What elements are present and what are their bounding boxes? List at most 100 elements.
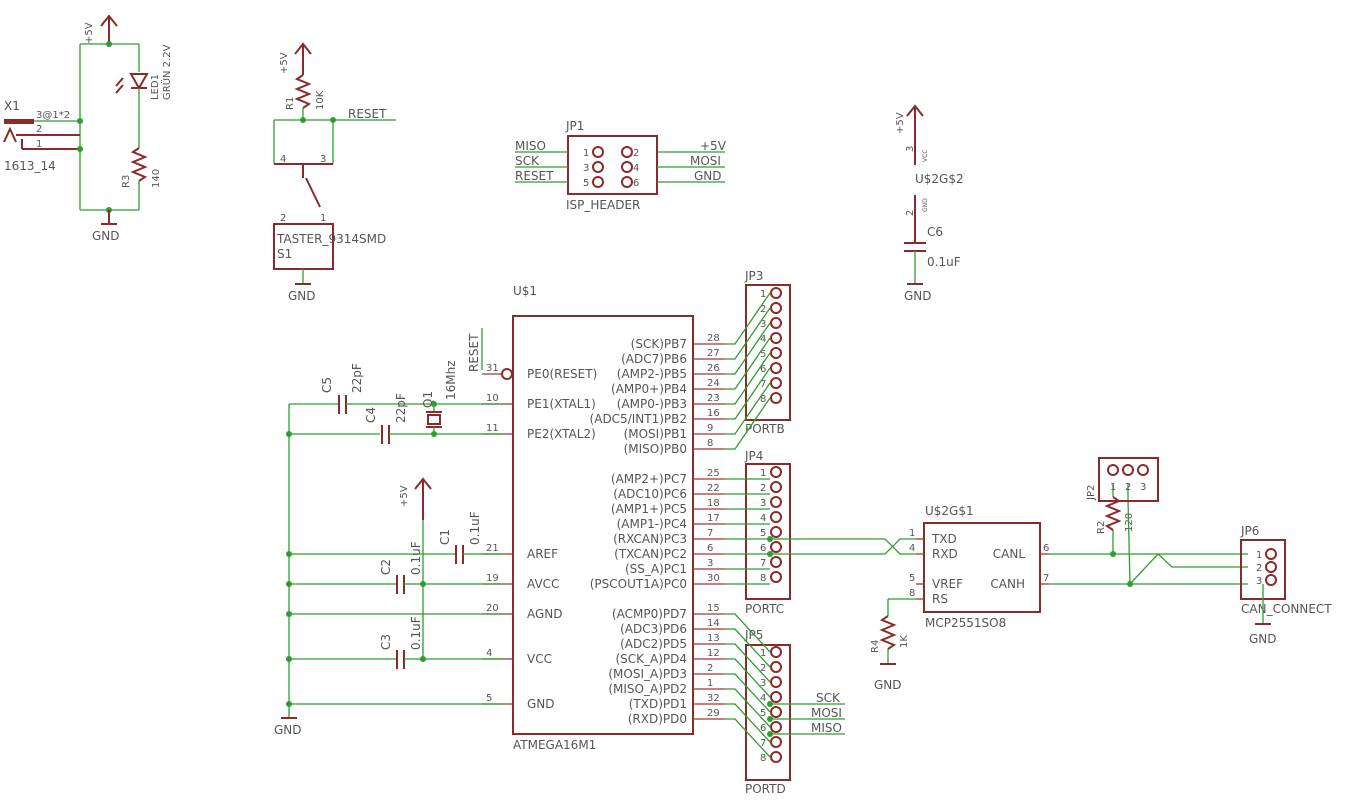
jp3-name: JP3 bbox=[744, 269, 763, 283]
jp5-pin-number: 5 bbox=[760, 708, 766, 719]
u1-pin-label: PE1(XTAL1) bbox=[527, 397, 596, 411]
u1-pin-label: (TXD)PD1 bbox=[629, 697, 687, 711]
x1-pin3: 3@1*2 bbox=[36, 110, 70, 121]
u1-pin-label: GND bbox=[527, 697, 555, 711]
jp4-pin-number: 8 bbox=[760, 573, 766, 584]
jp3-pin bbox=[770, 347, 782, 359]
jp2-pin bbox=[1137, 464, 1149, 476]
u1-pin-label: (ADC3)PD6 bbox=[620, 622, 687, 636]
jp3-pin-number: 7 bbox=[760, 379, 766, 390]
wire bbox=[725, 718, 771, 758]
jp1-net-gnd: GND bbox=[694, 169, 722, 183]
u1-pin-label: (ADC7)PB6 bbox=[621, 352, 687, 366]
led-ray-icon bbox=[115, 77, 124, 87]
c3-name: C3 bbox=[379, 634, 393, 650]
jp5-net-sck: SCK bbox=[816, 691, 841, 705]
jp3-pin-number: 4 bbox=[760, 334, 766, 345]
u2g1-pin-number: 8 bbox=[909, 588, 915, 599]
jp6-pin-number: 1 bbox=[1256, 550, 1262, 561]
u1-pin-number: 13 bbox=[707, 633, 720, 644]
jp4-pin bbox=[770, 571, 782, 583]
jp5-net-miso: MISO bbox=[811, 721, 842, 735]
wire bbox=[725, 307, 771, 360]
jp5-pin bbox=[770, 736, 782, 748]
jp3-pin-number: 1 bbox=[760, 289, 766, 300]
jp5-pin bbox=[770, 721, 782, 733]
u1-pin-number: 12 bbox=[707, 648, 720, 659]
vcc-label: +5V bbox=[399, 485, 410, 507]
c2-value: 0.1uF bbox=[409, 541, 423, 575]
junction bbox=[300, 117, 306, 123]
u1-body bbox=[512, 315, 694, 735]
u1-pin-label: AVCC bbox=[527, 577, 559, 591]
u1-name: U$1 bbox=[513, 284, 537, 298]
jp4-pin bbox=[770, 481, 782, 493]
jp4-pin bbox=[770, 466, 782, 478]
jp3-pin bbox=[770, 362, 782, 374]
u1-pin-number: 9 bbox=[707, 423, 713, 434]
junction bbox=[106, 41, 112, 47]
jp1-pin bbox=[621, 146, 633, 158]
jp5-pin-number: 3 bbox=[760, 678, 766, 689]
u1-pin-label: (RXCAN)PC3 bbox=[613, 532, 687, 546]
u1-pin-number: 17 bbox=[707, 513, 720, 524]
u1-pin-label: PE0(RESET) bbox=[527, 367, 597, 381]
jp3-pin-number: 2 bbox=[760, 304, 766, 315]
junction bbox=[767, 731, 773, 737]
s1-switch-lever-icon bbox=[305, 177, 321, 208]
rxcan-wire bbox=[770, 538, 916, 555]
u1-pin-label: (AMP0+)PB4 bbox=[611, 382, 687, 396]
u1-pin-label: (AMP1-)PC4 bbox=[617, 517, 687, 531]
junction bbox=[286, 656, 292, 662]
u1-pin-number: 16 bbox=[707, 408, 720, 419]
jp6-value: CAN_CONNECT bbox=[1241, 602, 1332, 616]
u1-pin-label: (ADC5/INT1)PB2 bbox=[590, 412, 687, 426]
jp1-value: ISP_HEADER bbox=[566, 198, 640, 212]
u1-pin-label: (SCK_A)PD4 bbox=[615, 652, 687, 666]
c1-value: 0.1uF bbox=[468, 511, 482, 545]
u1-pin-number: 22 bbox=[707, 483, 720, 494]
u2g1-pin-label: VREF bbox=[932, 577, 963, 591]
c5-value: 22pF bbox=[350, 363, 364, 393]
jp5-pin-number: 7 bbox=[760, 738, 766, 749]
canh-wire bbox=[1049, 553, 1248, 585]
u2g1-pin-number: 4 bbox=[909, 543, 915, 554]
jp1-body bbox=[567, 135, 658, 195]
r3-name: R3 bbox=[121, 175, 132, 188]
u1-pin-label: VCC bbox=[527, 652, 552, 666]
wire bbox=[725, 643, 771, 683]
u1-pin-number: 23 bbox=[707, 393, 720, 404]
x1-pin2: 2 bbox=[36, 124, 42, 135]
u1-pin-label: (MISO)PB0 bbox=[624, 442, 687, 456]
c2-name: C2 bbox=[379, 559, 393, 575]
jp6-pin-number: 2 bbox=[1256, 563, 1262, 574]
u2g1-pin-number: 1 bbox=[909, 528, 915, 539]
jp4-name: JP4 bbox=[744, 449, 763, 463]
u1-pin-number: 15 bbox=[707, 603, 720, 614]
u1-pin-label: AGND bbox=[527, 607, 563, 621]
u1-pin-label: (ACMP0)PD7 bbox=[612, 607, 687, 621]
junction bbox=[420, 581, 426, 587]
jp5-body bbox=[745, 644, 791, 781]
u1-pin-number: 10 bbox=[486, 393, 499, 404]
s1-pin3: 3 bbox=[320, 154, 326, 165]
jp1-pin-number: 2 bbox=[633, 148, 639, 159]
u1-pin-number: 11 bbox=[486, 423, 499, 434]
jp1-pin-number: 6 bbox=[633, 178, 639, 189]
r4-value: 1K bbox=[899, 635, 910, 648]
jp4-value: PORTC bbox=[745, 602, 784, 616]
jp5-value: PORTD bbox=[745, 782, 786, 796]
jp6-pin bbox=[1265, 548, 1277, 560]
u1-pin-number: 2 bbox=[707, 663, 713, 674]
junction bbox=[420, 656, 426, 662]
x1-plug-icon bbox=[3, 126, 17, 143]
jp6-pin bbox=[1265, 574, 1277, 586]
u1-pin-number: 7 bbox=[707, 528, 713, 539]
jp3-pin bbox=[770, 392, 782, 404]
c5-name: C5 bbox=[320, 377, 334, 393]
u2g2-vcc-pin: 3 bbox=[905, 146, 916, 152]
wire bbox=[725, 292, 771, 345]
gnd-label: GND bbox=[1249, 632, 1277, 646]
